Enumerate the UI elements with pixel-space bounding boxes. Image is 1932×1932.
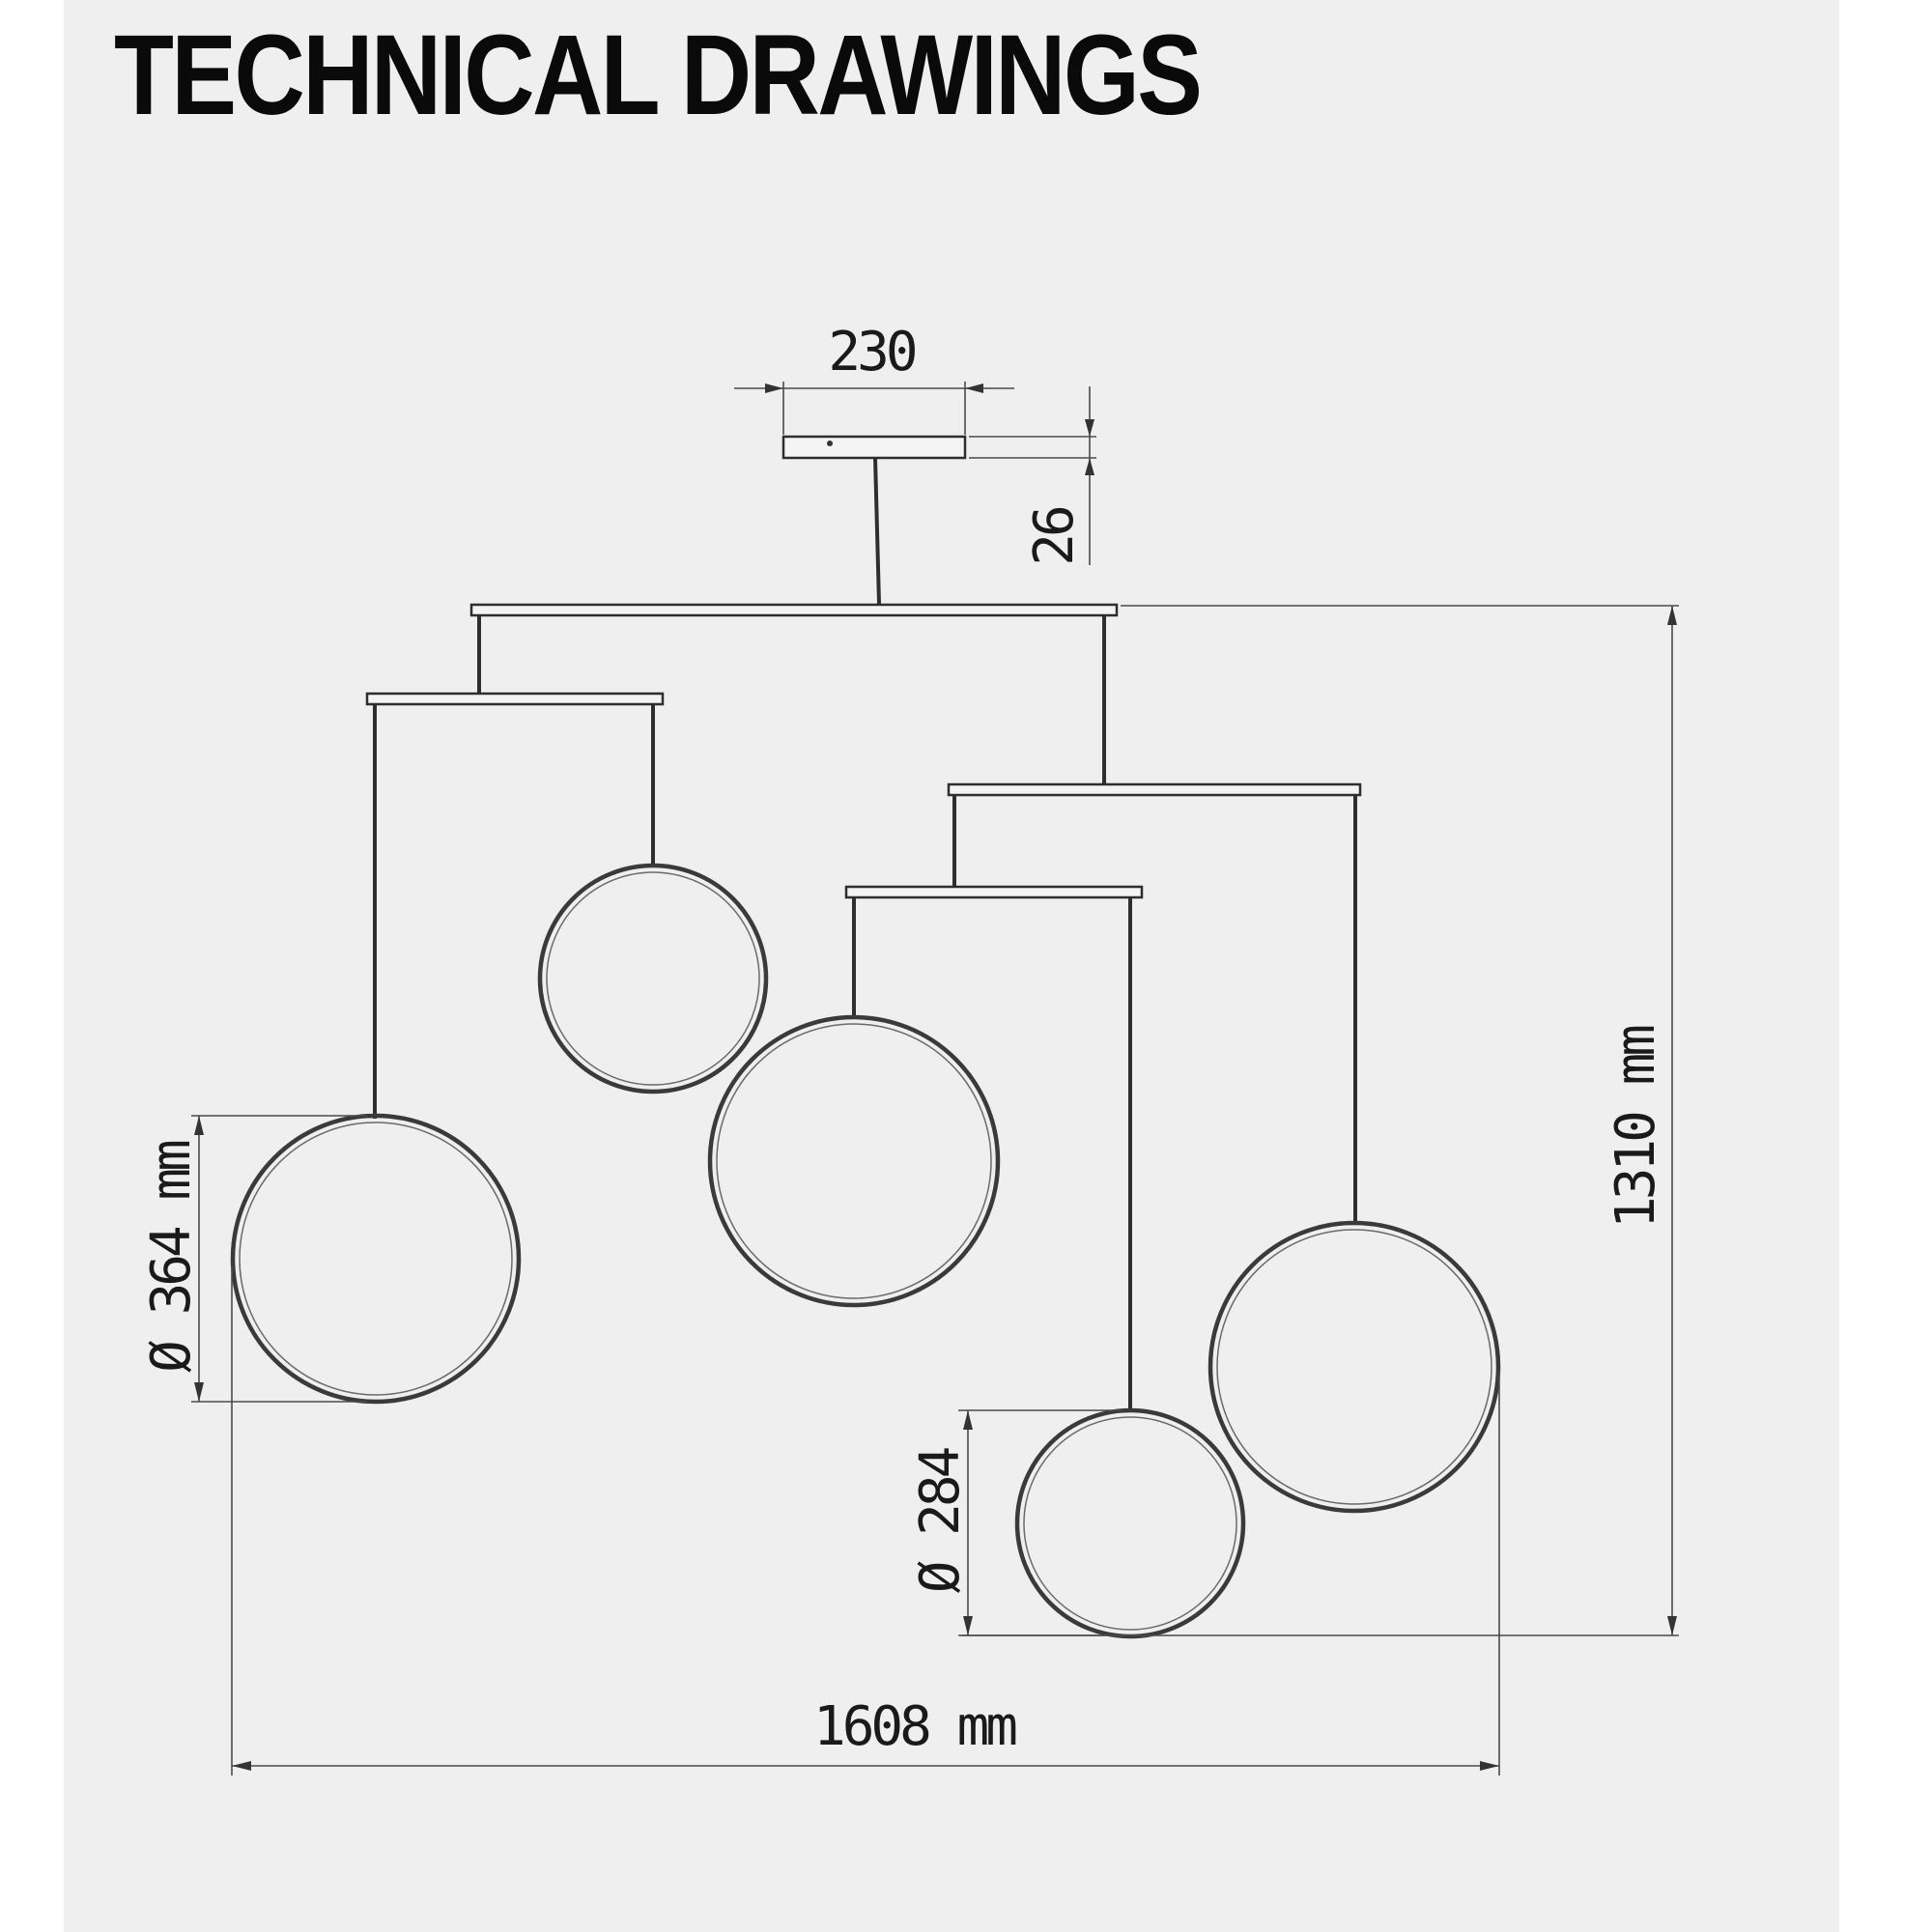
canopy-screw bbox=[827, 440, 833, 446]
left-crossbar bbox=[365, 692, 665, 706]
canopy-width-label: 230 bbox=[828, 321, 915, 384]
small-ring-diameter-label: Ø 284 bbox=[909, 1447, 972, 1593]
total-width-label: 1608 mm bbox=[813, 1695, 1016, 1758]
total-height-dimension: 1310 mm bbox=[961, 605, 1679, 1636]
middle-crossbar bbox=[844, 885, 1144, 899]
drawing-panel bbox=[64, 0, 1839, 1932]
ceiling-canopy bbox=[781, 435, 967, 460]
ring-large-center bbox=[707, 1014, 1001, 1308]
large-ring-diameter-dimension: Ø 364 mm bbox=[140, 1115, 367, 1403]
total-width-dimension: 1608 mm bbox=[231, 1265, 1500, 1776]
top-crossbar bbox=[469, 603, 1119, 617]
ring-small-upper bbox=[537, 863, 769, 1094]
total-height-label: 1310 mm bbox=[1605, 1026, 1667, 1229]
ring-large-left bbox=[230, 1113, 522, 1405]
canopy-height-dimension: 26 bbox=[969, 386, 1096, 566]
right-crossbar bbox=[947, 782, 1362, 797]
canopy-height-label: 26 bbox=[1023, 507, 1086, 566]
small-ring-diameter-dimension: Ø 284 bbox=[909, 1409, 1122, 1636]
main-suspension-cable bbox=[873, 457, 881, 605]
page-title: TECHNICAL DRAWINGS bbox=[114, 12, 1203, 139]
canopy-width-dimension: 230 bbox=[734, 321, 1014, 435]
ring-small-lower bbox=[1014, 1407, 1246, 1639]
ring-large-right bbox=[1208, 1220, 1501, 1514]
large-ring-diameter-label: Ø 364 mm bbox=[140, 1141, 203, 1373]
